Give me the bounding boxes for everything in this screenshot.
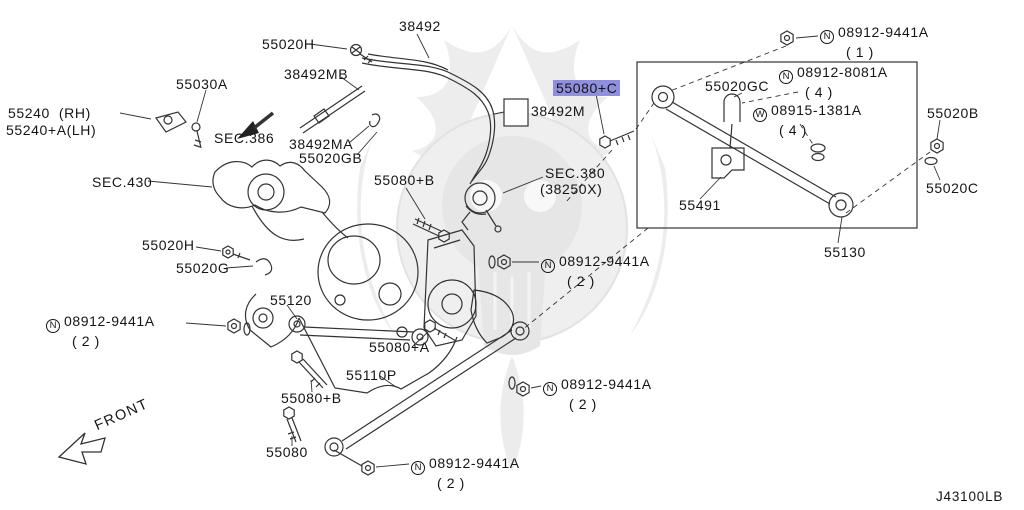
part-label-55080[interactable]: 55080 bbox=[266, 444, 308, 460]
sec380-line2: (38250X) bbox=[540, 181, 603, 198]
part-label-55020g[interactable]: 55020G bbox=[176, 260, 230, 276]
line-art bbox=[57, 30, 944, 476]
fastener-number: 08915-1381A bbox=[771, 102, 862, 118]
sec386-arrow bbox=[237, 111, 275, 139]
part-label-55020gc[interactable]: 55020GC bbox=[705, 78, 770, 94]
part-label-55130[interactable]: 55130 bbox=[824, 244, 866, 260]
part-label-55030a[interactable]: 55030A bbox=[176, 76, 228, 92]
fastener-number: 08912-8081A bbox=[797, 64, 888, 80]
fastener-label-08912-9441A-x1[interactable]: N 08912-9441A ( 1 ) bbox=[820, 24, 929, 61]
fastener-label-08912-9441A-left[interactable]: N 08912-9441A ( 2 ) bbox=[46, 313, 155, 350]
dashed-leader-lines bbox=[521, 45, 931, 331]
watermark-emblem bbox=[357, 25, 668, 472]
section-label-sec386[interactable]: SEC.386 bbox=[214, 130, 275, 146]
brake-pipes-drawing bbox=[299, 43, 529, 185]
section-label-sec380[interactable]: SEC.380 (38250X) bbox=[540, 165, 606, 197]
fastener-number: 08912-9441A bbox=[559, 253, 650, 269]
fastener-number: 08912-9441A bbox=[838, 24, 929, 40]
lateral-link-box-drawing bbox=[636, 30, 918, 229]
fastener-label-08912-8081A[interactable]: N 08912-8081A ( 4 ) bbox=[779, 64, 888, 101]
circled-n-icon: N bbox=[46, 319, 60, 334]
part-label-55491[interactable]: 55491 bbox=[679, 197, 721, 213]
suspension-member-drawing bbox=[155, 111, 515, 394]
part-label-55110p[interactable]: 55110P bbox=[346, 367, 397, 383]
bolts-55080-drawing bbox=[283, 350, 328, 443]
part-label-55240-lh[interactable]: 55240+A(LH) bbox=[6, 122, 97, 138]
fastener-number: 08912-9441A bbox=[64, 313, 155, 329]
valve-sec380-drawing bbox=[461, 182, 502, 233]
fastener-qty: ( 4 ) bbox=[805, 84, 833, 101]
circled-n-icon: N bbox=[779, 70, 793, 85]
link-55120-drawing bbox=[288, 315, 457, 346]
fastener-qty: ( 1 ) bbox=[846, 44, 874, 61]
part-label-55080c-highlighted[interactable]: 55080+C bbox=[553, 80, 621, 97]
link-55110p-drawing bbox=[324, 321, 530, 476]
part-label-38492m[interactable]: 38492M bbox=[531, 103, 586, 119]
part-label-55020b[interactable]: 55020B bbox=[927, 105, 979, 121]
part-label-38492mb[interactable]: 38492MB bbox=[284, 66, 349, 82]
part-label-38492[interactable]: 38492 bbox=[399, 18, 441, 34]
fastener-label-08912-9441A-mid[interactable]: N 08912-9441A ( 2 ) bbox=[541, 253, 650, 290]
section-label-sec430[interactable]: SEC.430 bbox=[92, 174, 153, 190]
nut-washer-55020bc-drawing bbox=[924, 138, 944, 166]
drawing-code: J43100LB bbox=[936, 489, 1004, 504]
circled-n-icon: N bbox=[541, 259, 555, 274]
part-label-55240-rh[interactable]: 55240 (RH) bbox=[8, 105, 91, 121]
member-fixings-drawing bbox=[222, 217, 511, 336]
sec380-line1: SEC.380 bbox=[545, 165, 606, 181]
circled-w-icon: W bbox=[753, 108, 767, 123]
part-label-55020h-mid[interactable]: 55020H bbox=[142, 237, 195, 253]
fastener-number: 08912-9441A bbox=[561, 376, 652, 392]
fastener-label-08912-9441A-right[interactable]: N 08912-9441A ( 2 ) bbox=[543, 376, 652, 413]
fastener-qty: ( 2 ) bbox=[437, 475, 465, 492]
part-label-55020h-top[interactable]: 55020H bbox=[262, 36, 315, 52]
circled-n-icon: N bbox=[411, 461, 425, 476]
circled-n-icon: N bbox=[820, 30, 834, 45]
part-label-38492ma[interactable]: 38492MA bbox=[289, 136, 354, 152]
part-label-55020gb[interactable]: 55020GB bbox=[299, 150, 363, 166]
front-arrow bbox=[57, 432, 106, 465]
leader-lines bbox=[119, 33, 941, 468]
fastener-qty: ( 4 ) bbox=[779, 122, 807, 139]
part-label-55080a[interactable]: 55080+A bbox=[369, 339, 430, 355]
fastener-qty: ( 2 ) bbox=[567, 273, 595, 290]
fastener-number: 08912-9441A bbox=[429, 455, 520, 471]
part-label-55020c[interactable]: 55020C bbox=[926, 180, 979, 196]
fastener-qty: ( 2 ) bbox=[569, 396, 597, 413]
part-label-55120[interactable]: 55120 bbox=[270, 292, 312, 308]
fastener-qty: ( 2 ) bbox=[72, 333, 100, 350]
part-label-55080b-top[interactable]: 55080+B bbox=[374, 172, 435, 188]
fastener-label-08912-9441A-bottom[interactable]: N 08912-9441A ( 2 ) bbox=[411, 455, 520, 492]
fastener-label-08915-1381A[interactable]: W 08915-1381A ( 4 ) bbox=[753, 102, 862, 139]
part-label-55080b-bot[interactable]: 55080+B bbox=[281, 390, 342, 406]
circled-n-icon: N bbox=[543, 382, 557, 397]
bolt-55080c-drawing bbox=[599, 130, 635, 149]
